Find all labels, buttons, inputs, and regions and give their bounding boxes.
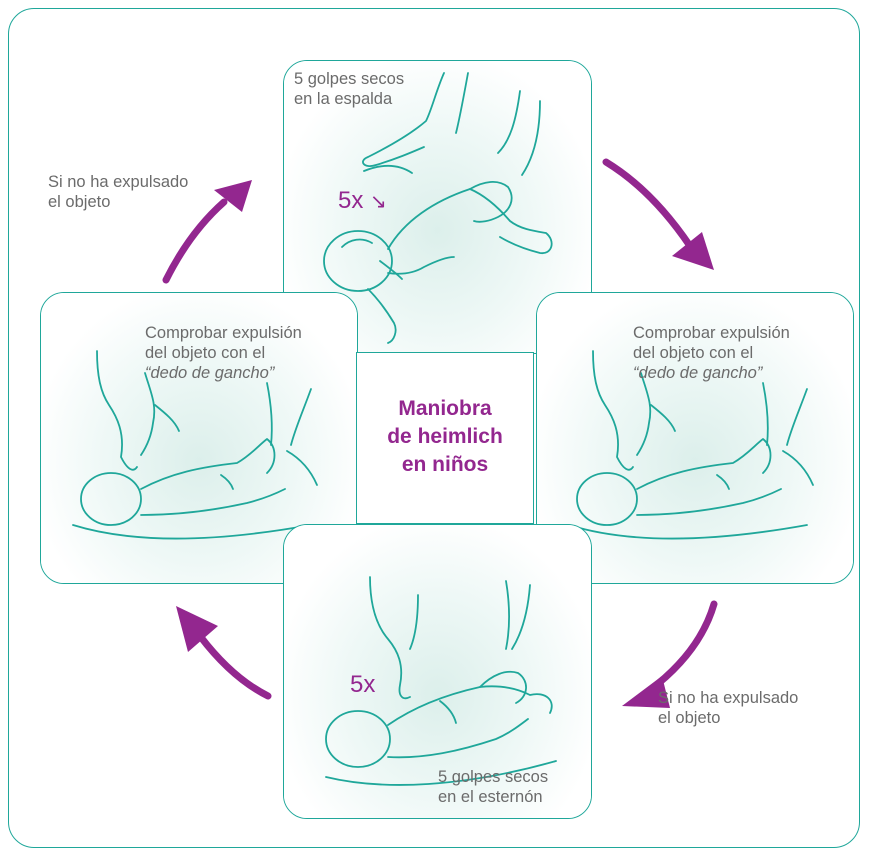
- note-top-left: Si no ha expulsado el objeto: [48, 172, 188, 212]
- step-bottom-line2: en el esternón: [438, 787, 548, 807]
- step-bottom-count: 5x: [350, 671, 375, 699]
- center-title-box: Maniobra de heimlich en niños: [356, 352, 534, 524]
- diagram-title: Maniobra de heimlich en niños: [357, 395, 533, 479]
- step-panel-bottom: 5x 5 golpes secos en el esternón: [283, 524, 592, 819]
- note-top-left-line1: Si no ha expulsado: [48, 172, 188, 192]
- note-bottom-right-line1: Si no ha expulsado: [658, 688, 798, 708]
- note-bottom-right: Si no ha expulsado el objeto: [658, 688, 798, 728]
- arrow-bottom-to-left-icon: [160, 596, 290, 716]
- step-right-line1: Comprobar expulsión: [633, 323, 790, 343]
- title-line3: en niños: [357, 451, 533, 479]
- step-bottom-count-value: 5x: [350, 671, 375, 698]
- title-line2: de heimlich: [357, 423, 533, 451]
- arrow-top-to-right-icon: [592, 150, 732, 280]
- step-top-line2: en la espalda: [294, 89, 404, 109]
- step-bottom-line1: 5 golpes secos: [438, 767, 548, 787]
- step-top-line1: 5 golpes secos: [294, 69, 404, 89]
- step-left-line3: “dedo de gancho”: [145, 363, 302, 383]
- step-bottom-text: 5 golpes secos en el esternón: [438, 767, 548, 807]
- step-top-count-value: 5x: [338, 187, 363, 214]
- title-line1: Maniobra: [357, 395, 533, 423]
- step-left-line2: del objeto con el: [145, 343, 302, 363]
- step-top-count: 5x ↘: [338, 187, 387, 215]
- step-top-text: 5 golpes secos en la espalda: [294, 69, 404, 109]
- step-left-text: Comprobar expulsión del objeto con el “d…: [145, 323, 302, 383]
- step-right-line2: del objeto con el: [633, 343, 790, 363]
- note-bottom-right-line2: el objeto: [658, 708, 798, 728]
- step-right-text: Comprobar expulsión del objeto con el “d…: [633, 323, 790, 383]
- note-top-left-line2: el objeto: [48, 192, 188, 212]
- step-left-line1: Comprobar expulsión: [145, 323, 302, 343]
- step-right-line3: “dedo de gancho”: [633, 363, 790, 383]
- step-top-count-arrow-icon: ↘: [370, 191, 387, 213]
